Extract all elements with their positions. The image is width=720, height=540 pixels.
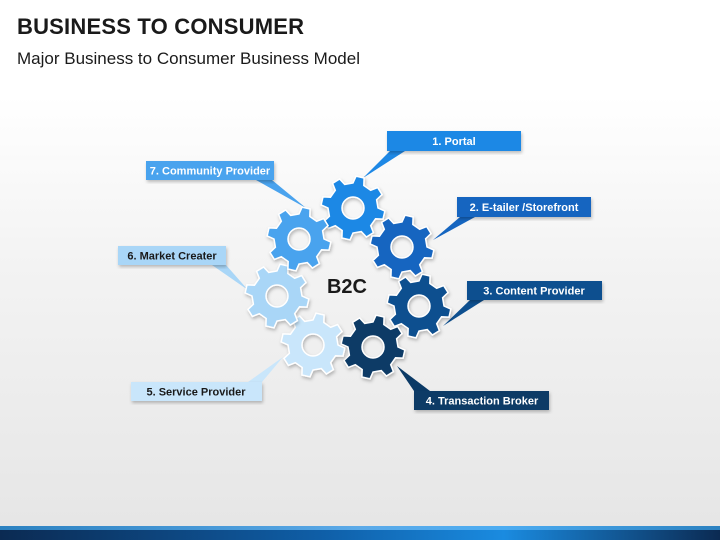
callout-pointer-6 [212,265,248,290]
label-box-7 [146,161,274,180]
callout-pointer-2 [433,217,475,240]
label-box-2 [457,197,591,217]
callout-pointer-5 [248,357,283,382]
gear-icon-5 [280,312,346,378]
gear-icon-1 [320,175,386,241]
gear-icon-2 [369,214,435,280]
label-box-1 [387,131,521,151]
label-text-2: 2. E-tailer /Storefront [470,202,579,214]
callout-pointer-3 [443,300,484,326]
diagram-panel-background [0,96,720,526]
label-text-7: 7. Community Provider [150,166,271,178]
label-box-4 [414,391,549,410]
label-box-5 [131,382,262,401]
gear-icon-3 [386,273,452,339]
label-box-6 [118,246,226,265]
label-text-6: 6. Market Creater [127,251,217,263]
label-text-4: 4. Transaction Broker [426,396,539,408]
footer-bar [0,526,720,540]
gear-icon-7 [266,206,332,272]
gear-icon-4 [340,314,406,380]
page-title: BUSINESS TO CONSUMER [17,14,305,39]
center-b2c-label: B2C [327,276,367,298]
gear-icon-6 [244,263,310,329]
callout-pointer-7 [256,180,306,208]
label-text-3: 3. Content Provider [483,286,585,298]
callout-pointer-4 [397,366,430,391]
callout-pointer-1 [363,151,405,178]
page-subtitle: Major Business to Consumer Business Mode… [17,49,360,68]
label-text-5: 5. Service Provider [146,387,246,399]
label-box-3 [467,281,602,300]
label-text-1: 1. Portal [432,136,475,148]
